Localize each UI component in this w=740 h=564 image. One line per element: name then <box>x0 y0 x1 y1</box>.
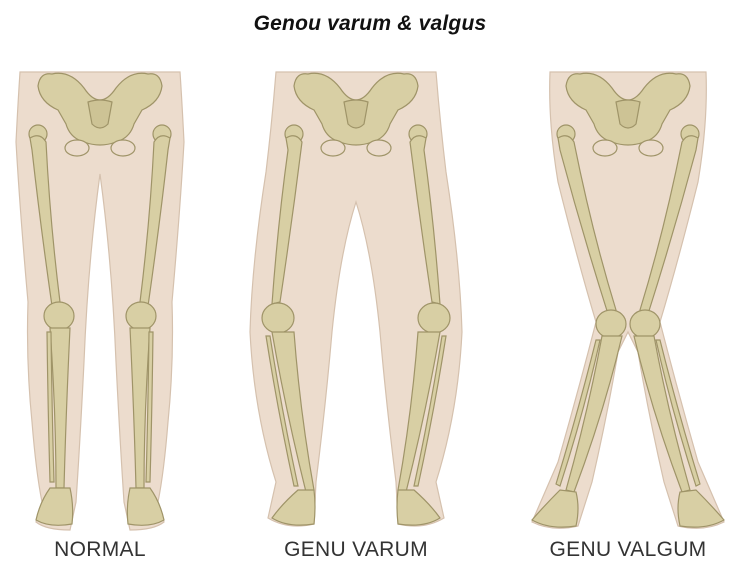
sacrum <box>88 100 112 128</box>
knee-right <box>126 302 156 330</box>
sacrum <box>616 100 640 128</box>
figure-genu-varum <box>236 62 476 542</box>
skeleton-legs-varum-icon <box>236 62 476 542</box>
obturator-left <box>593 140 617 156</box>
sacrum <box>344 100 368 128</box>
obturator-right <box>367 140 391 156</box>
label-normal: NORMAL <box>0 538 220 562</box>
diagram-title: Genou varum & valgus <box>0 12 740 36</box>
knee-left <box>596 310 626 338</box>
label-genu-valgum: GENU VALGUM <box>508 538 740 562</box>
skeleton-legs-normal-icon <box>0 62 220 542</box>
obturator-left <box>65 140 89 156</box>
figure-genu-valgum <box>508 62 740 542</box>
knee-right <box>630 310 660 338</box>
knee-right <box>418 303 450 333</box>
figure-normal <box>0 62 220 542</box>
label-genu-varum: GENU VARUM <box>236 538 476 562</box>
skeleton-legs-valgum-icon <box>508 62 740 542</box>
obturator-right <box>111 140 135 156</box>
obturator-right <box>639 140 663 156</box>
knee-left <box>44 302 74 330</box>
obturator-left <box>321 140 345 156</box>
knee-left <box>262 303 294 333</box>
